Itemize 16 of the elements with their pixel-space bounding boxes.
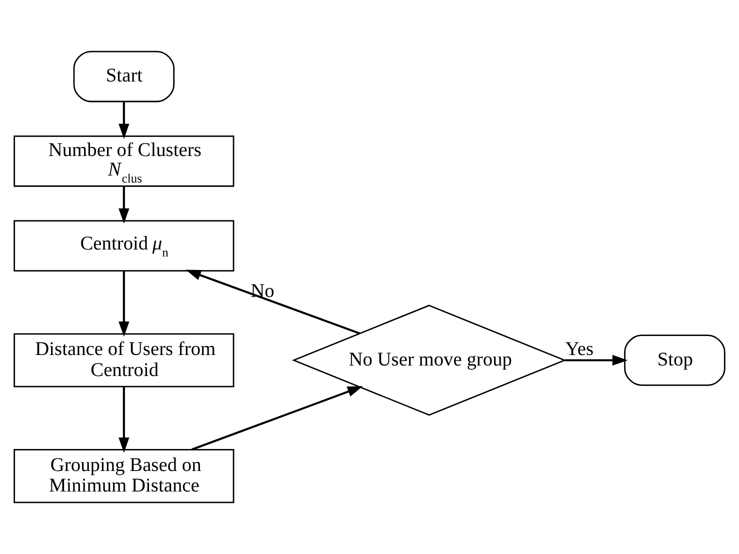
node-box: Stop <box>624 334 726 386</box>
arrow <box>118 186 130 224</box>
arrow <box>564 354 628 366</box>
arrow <box>192 386 363 451</box>
arrow <box>186 270 360 334</box>
node-box: Number of Clusters N$_{clus}$ <box>14 135 234 187</box>
node-box: Distance of Users from Centroid <box>14 333 234 388</box>
edge-label: No <box>250 280 274 302</box>
arrow <box>118 386 130 453</box>
node-box: Grouping Based on Minimum Distance <box>14 449 234 504</box>
node-box: Start <box>73 50 175 102</box>
node-diamond: No User move group <box>292 304 566 416</box>
node-box: Centroid μ$_{n}$ <box>14 220 234 272</box>
arrow <box>118 102 130 139</box>
edge-label: Yes <box>565 338 594 360</box>
arrow <box>118 270 130 337</box>
